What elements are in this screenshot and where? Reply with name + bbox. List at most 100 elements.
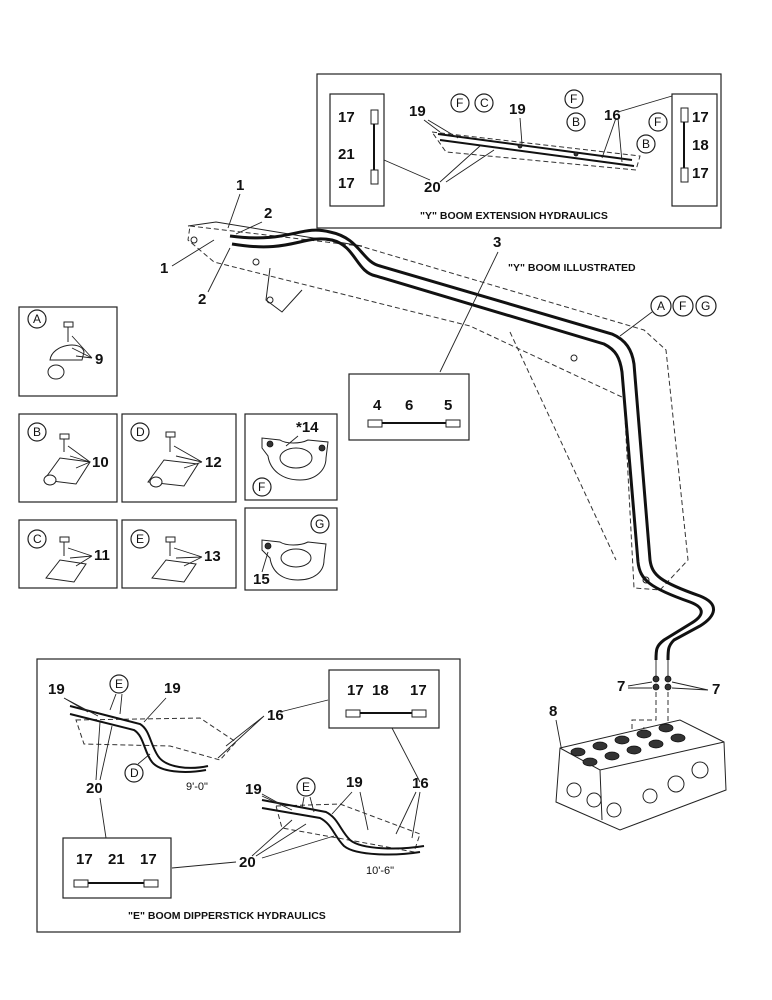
y-boom-illustrated-caption: "Y" BOOM ILLUSTRATED [508,262,636,274]
svg-text:F: F [654,115,661,129]
callout-7: 7 [617,678,625,695]
callout-3: 3 [493,234,501,251]
svg-text:G: G [701,299,710,313]
circle-letter-b: B [566,112,586,132]
circle-letter-b: B [27,422,47,442]
callout-16: 16 [267,707,284,724]
callout-5: 5 [444,397,452,414]
callout-19: 19 [164,680,181,697]
callout-17: 17 [338,109,355,126]
svg-text:F: F [679,299,686,313]
y-boom-extension-caption: "Y" BOOM EXTENSION HYDRAULICS [420,210,608,222]
callout-19: 19 [346,774,363,791]
callout-15: 15 [253,571,270,588]
svg-text:G: G [315,517,324,531]
circle-letter-a: A [650,295,672,317]
svg-text:B: B [572,115,580,129]
circle-letter-g: G [310,514,330,534]
svg-text:E: E [302,780,310,794]
hose-assembly-box-17-18-17 [328,669,440,729]
hose-assembly-box-right [671,93,718,207]
clamp-detail-f: *14 F [244,413,338,501]
callout-17: 17 [692,165,709,182]
callout-6: 6 [405,397,413,414]
callout-20: 20 [86,780,103,797]
callout-20: 20 [424,179,441,196]
callout-17: 17 [76,851,93,868]
hose-assembly-box-4-6-5: 4 6 5 [348,373,470,441]
callout-21: 21 [338,146,355,163]
svg-text:C: C [480,96,489,110]
callout-2: 2 [264,205,272,222]
callout-18: 18 [692,137,709,154]
callout-13: 13 [204,548,221,565]
e-boom-dipperstick-inset: 17 18 17 17 21 17 19 19 16 20 9'-0" E D … [36,658,461,933]
callout-18: 18 [372,682,389,699]
svg-text:B: B [33,425,41,439]
svg-text:B: B [642,137,650,151]
clamp-detail-e: E 13 [121,519,237,589]
svg-text:E: E [136,532,144,546]
hose-assembly-box-17-21-17 [62,837,172,899]
circle-letter-f: F [564,89,584,109]
svg-text:F: F [258,480,265,494]
circle-letter-f: F [450,93,470,113]
circle-letter-b: B [636,134,656,154]
y-boom-extension-inset: 17 21 17 17 18 17 19 19 16 20 F C F B F … [316,73,722,229]
callout-21: 21 [108,851,125,868]
callout-16: 16 [604,107,621,124]
callout-14: *14 [296,419,319,436]
callout-17: 17 [140,851,157,868]
circle-letter-c: C [474,93,494,113]
callout-17: 17 [338,175,355,192]
svg-text:A: A [33,312,41,326]
clamp-detail-c: C 11 [18,519,118,589]
svg-text:D: D [130,766,139,780]
clamp-detail-b: B 10 [18,413,118,503]
control-valve: 8 [549,692,727,831]
svg-text:E: E [115,677,123,691]
circle-letter-d: D [130,422,150,442]
callout-7: 7 [712,681,720,698]
y-boom-assembly: 7 7 1 1 2 2 3 "Y" BOOM ILLUSTRATED A F G [160,177,720,698]
callout-19: 19 [48,681,65,698]
circle-letter-d: D [124,763,144,783]
valve-ports [566,723,709,818]
circle-letter-c: C [27,529,47,549]
callout-10: 10 [92,454,109,471]
callout-19: 19 [409,103,426,120]
callout-16: 16 [412,775,429,792]
callout-4: 4 [373,397,382,414]
clamp-detail-g: G 15 [244,507,338,591]
circle-letter-f: F [648,112,668,132]
callout-1: 1 [160,260,168,277]
callout-11: 11 [94,547,110,564]
svg-text:F: F [456,96,463,110]
svg-text:D: D [136,425,145,439]
circle-letter-f: F [672,295,694,317]
circle-letter-f: F [252,477,272,497]
callout-17: 17 [347,682,364,699]
e-boom-dipperstick-caption: "E" BOOM DIPPERSTICK HYDRAULICS [128,910,326,922]
circle-letter-e: E [109,674,129,694]
callout-19: 19 [245,781,262,798]
callout-17: 17 [692,109,709,126]
callout-17: 17 [410,682,427,699]
callout-1: 1 [236,177,244,194]
circle-letter-a: A [27,309,47,329]
dimension-10ft6: 10'-6" [366,865,394,877]
clamp-detail-d: D 12 [121,413,237,503]
circle-letter-e: E [296,777,316,797]
svg-text:F: F [570,92,577,106]
circle-letter-e: E [130,529,150,549]
dimension-9ft: 9'-0" [186,781,208,793]
callout-12: 12 [205,454,222,471]
callout-20: 20 [239,854,256,871]
circle-letter-g: G [695,295,717,317]
svg-text:A: A [657,299,665,313]
callout-19: 19 [509,101,526,118]
clamp-detail-a: A 9 [18,306,118,397]
svg-text:C: C [33,532,42,546]
callout-8: 8 [549,703,557,720]
